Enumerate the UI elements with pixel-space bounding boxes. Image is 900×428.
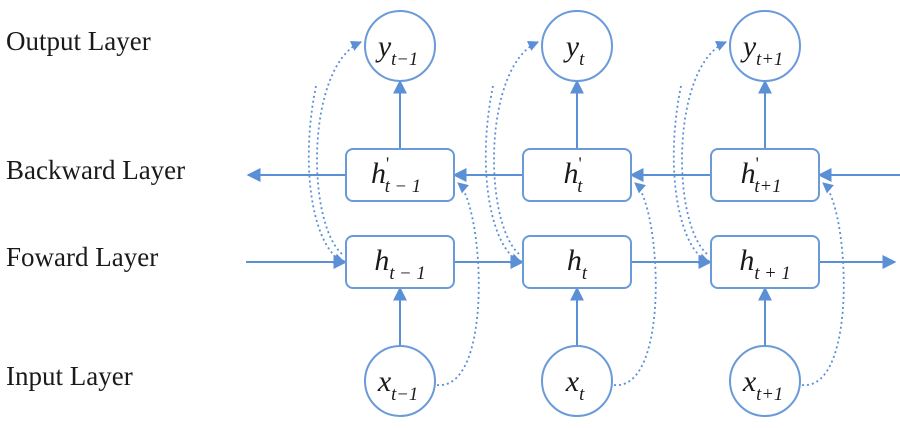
input-node-label-1: xt <box>565 365 585 405</box>
output-to-forward-dotted-0 <box>307 85 346 264</box>
forward-node-0 <box>345 235 455 289</box>
forward-node-2 <box>710 235 820 289</box>
nodes-group: yt−1 h't − 1 ht − 1 xt−1 yt h't ht xt yt+1 h't+1 h… <box>345 10 820 417</box>
forward-to-output-dotted-0 <box>316 40 362 255</box>
backward-node-label-2: h't+1 <box>741 154 782 198</box>
forward-layer-label: Foward Layer <box>6 242 159 272</box>
input-node-0 <box>364 345 436 417</box>
input-node-label-2: xt+1 <box>742 365 783 405</box>
dotted-connections-group <box>307 40 845 386</box>
input-layer-label: Input Layer <box>6 361 133 391</box>
forward-node-label-0: ht − 1 <box>374 244 425 284</box>
backward-node-0 <box>345 148 455 202</box>
output-to-forward-dotted-2 <box>672 85 711 264</box>
forward-to-output-dotted-1 <box>493 40 539 255</box>
output-node-label-1: yt <box>563 30 585 70</box>
input-to-backward-dotted-1 <box>613 182 657 386</box>
input-node-2 <box>729 345 801 417</box>
input-node-label-0: xt−1 <box>377 365 418 405</box>
output-to-forward-dotted-1 <box>484 85 523 264</box>
forward-node-label-2: ht + 1 <box>739 244 790 284</box>
forward-to-output-dotted-2 <box>681 40 727 255</box>
output-node-label-0: yt−1 <box>375 30 418 70</box>
output-node-0 <box>364 10 436 82</box>
backward-node-2 <box>710 148 820 202</box>
forward-node-label-1: ht <box>567 244 588 284</box>
output-node-1 <box>541 10 613 82</box>
output-layer-label: Output Layer <box>6 26 151 56</box>
input-to-backward-dotted-0 <box>436 182 480 386</box>
output-node-2 <box>729 10 801 82</box>
backward-node-label-1: h't <box>564 154 584 198</box>
output-node-label-2: yt+1 <box>740 30 783 70</box>
input-node-1 <box>541 345 613 417</box>
backward-node-label-0: h't − 1 <box>371 154 421 198</box>
backward-layer-label: Backward Layer <box>6 155 186 185</box>
backward-node-1 <box>522 148 632 202</box>
forward-node-1 <box>522 235 632 289</box>
input-to-backward-dotted-2 <box>801 182 845 386</box>
edges-group <box>246 79 900 346</box>
